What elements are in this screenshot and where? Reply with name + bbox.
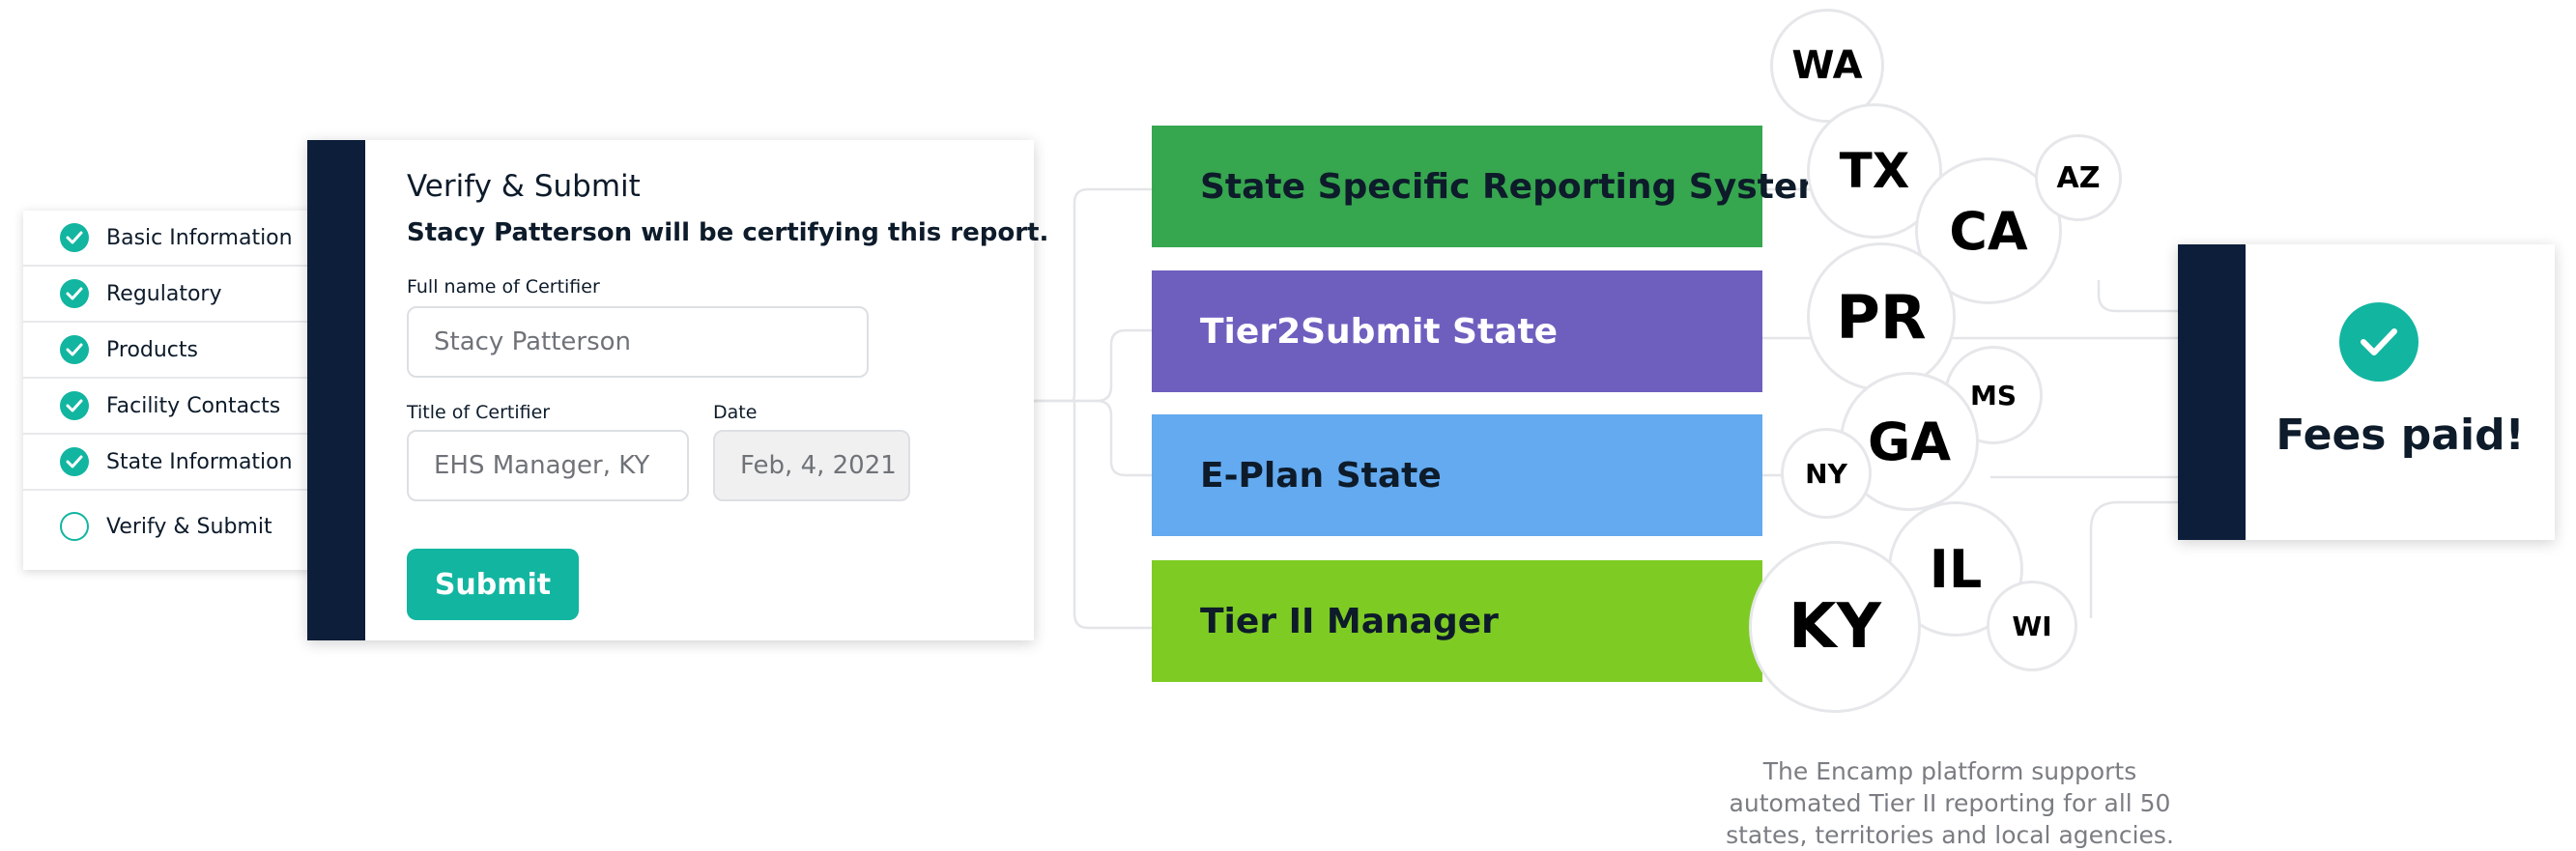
step-state-information[interactable]: State Information	[23, 435, 313, 491]
step-label: State Information	[106, 449, 293, 474]
fees-accent-bar	[2178, 244, 2246, 540]
system-eplan: E-Plan State	[1152, 414, 1762, 536]
system-tier2-manager: Tier II Manager	[1152, 560, 1762, 682]
verify-submit-form: Verify & Submit Stacy Patterson will be …	[307, 140, 1048, 640]
certifier-name-label: Full name of Certifier	[407, 276, 600, 298]
form-title: Verify & Submit	[407, 169, 641, 204]
caption: The Encamp platform supports automated T…	[1699, 755, 2201, 851]
date-label: Date	[713, 402, 758, 423]
fees-paid-text: Fees paid!	[2275, 411, 2525, 460]
step-label: Products	[106, 337, 198, 362]
check-circle-icon	[60, 279, 89, 308]
check-circle-icon	[60, 223, 89, 252]
system-tier2submit: Tier2Submit State	[1152, 270, 1762, 392]
step-basic-information[interactable]: Basic Information	[23, 211, 313, 267]
state-badge-wi: WI	[1987, 581, 2077, 671]
step-facility-contacts[interactable]: Facility Contacts	[23, 379, 313, 435]
check-circle-icon	[60, 447, 89, 476]
state-badge-az: AZ	[2035, 134, 2122, 221]
steps-sidebar: Basic Information Regulatory Products Fa…	[23, 211, 313, 570]
certifier-name-field[interactable]: Stacy Patterson	[407, 306, 869, 378]
step-label: Facility Contacts	[106, 393, 281, 418]
caption-line: automated Tier II reporting for all 50	[1729, 789, 2171, 817]
state-badge-ky: KY	[1749, 541, 1921, 713]
step-verify-submit[interactable]: Verify & Submit	[23, 493, 313, 560]
date-field: Feb, 4, 2021	[713, 430, 910, 501]
certifier-title-field[interactable]: EHS Manager, KY	[407, 430, 689, 501]
check-circle-icon	[60, 391, 89, 420]
empty-circle-icon	[60, 512, 89, 541]
step-label: Basic Information	[106, 225, 293, 250]
check-circle-icon	[60, 335, 89, 364]
caption-line: states, territories and local agencies.	[1726, 821, 2174, 849]
system-state-specific: State Specific Reporting System	[1152, 126, 1834, 247]
form-subtitle: Stacy Patterson will be certifying this …	[407, 218, 1049, 247]
certifier-title-label: Title of Certifier	[407, 402, 551, 423]
state-badge-pr: PR	[1807, 242, 1956, 391]
check-circle-icon	[2339, 302, 2419, 382]
step-label: Verify & Submit	[106, 514, 272, 539]
step-products[interactable]: Products	[23, 323, 313, 379]
fees-paid-card: Fees paid!	[2178, 244, 2555, 540]
step-label: Regulatory	[106, 281, 222, 306]
caption-line: The Encamp platform supports	[1762, 757, 2137, 785]
step-regulatory[interactable]: Regulatory	[23, 267, 313, 323]
form-accent-bar	[307, 140, 365, 640]
state-badge-ny: NY	[1781, 428, 1872, 519]
submit-button[interactable]: Submit	[407, 549, 579, 620]
